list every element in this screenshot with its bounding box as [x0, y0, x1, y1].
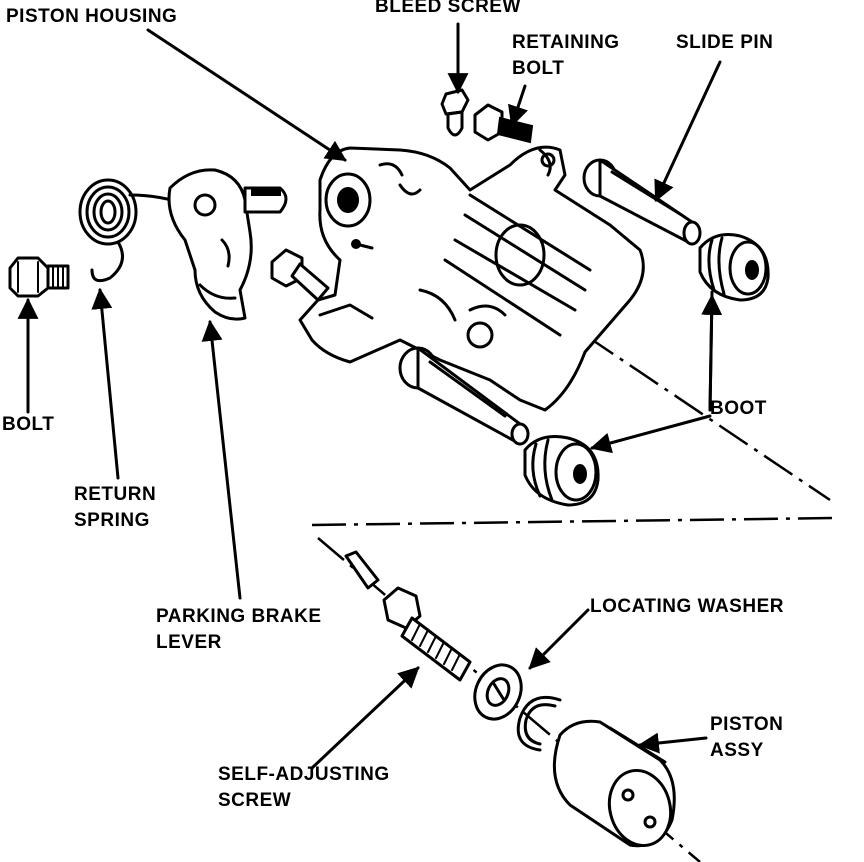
label-return-spring-line1: RETURN: [74, 484, 157, 505]
boot-lower-part: [523, 435, 600, 507]
label-self-adjusting-screw-line1: SELF-ADJUSTING: [218, 764, 390, 785]
label-parking-brake-lever-line1: PARKING BRAKE: [156, 606, 322, 627]
label-self-adjusting-screw-line2: SCREW: [218, 790, 292, 811]
centerline-middle: [311, 516, 837, 527]
small-bolt-part: [270, 248, 330, 302]
caliper-housing-part: [298, 145, 645, 412]
retaining-bolt-part: [473, 103, 534, 144]
centerline-lower: [317, 537, 701, 862]
slide-pin-lower-part: [398, 346, 530, 446]
self-adjusting-screw-part: [382, 586, 472, 682]
piston-assy-part: [552, 719, 676, 848]
boot-upper-part: [698, 233, 770, 302]
label-piston-housing: PISTON HOUSING: [6, 6, 178, 27]
snap-ring-part: [516, 695, 562, 752]
return-spring-part: [78, 178, 190, 283]
leader-lines: [17, 22, 723, 770]
bleed-screw-part: [440, 88, 470, 137]
label-locating-washer: LOCATING WASHER: [590, 596, 784, 617]
centerline-upper: [584, 333, 831, 502]
label-parking-brake-lever-line2: LEVER: [156, 632, 222, 653]
adjuster-pin-part: [344, 550, 380, 590]
parking-brake-lever-part: [167, 168, 288, 321]
bolt-part: [8, 256, 70, 298]
label-retaining-bolt-line1: RETAINING: [512, 32, 620, 53]
locating-washer-part: [473, 663, 523, 721]
label-boot: BOOT: [710, 398, 767, 419]
label-slide-pin: SLIDE PIN: [676, 32, 774, 53]
label-bolt: BOLT: [2, 414, 55, 435]
label-return-spring-line2: SPRING: [74, 510, 150, 531]
label-retaining-bolt-line2: BOLT: [512, 58, 565, 79]
label-bleed-screw: BLEED SCREW: [375, 0, 521, 17]
label-piston-assy-line1: PISTON: [710, 714, 784, 735]
slide-pin-upper-part: [582, 158, 702, 246]
label-piston-assy-line2: ASSY: [710, 740, 764, 761]
